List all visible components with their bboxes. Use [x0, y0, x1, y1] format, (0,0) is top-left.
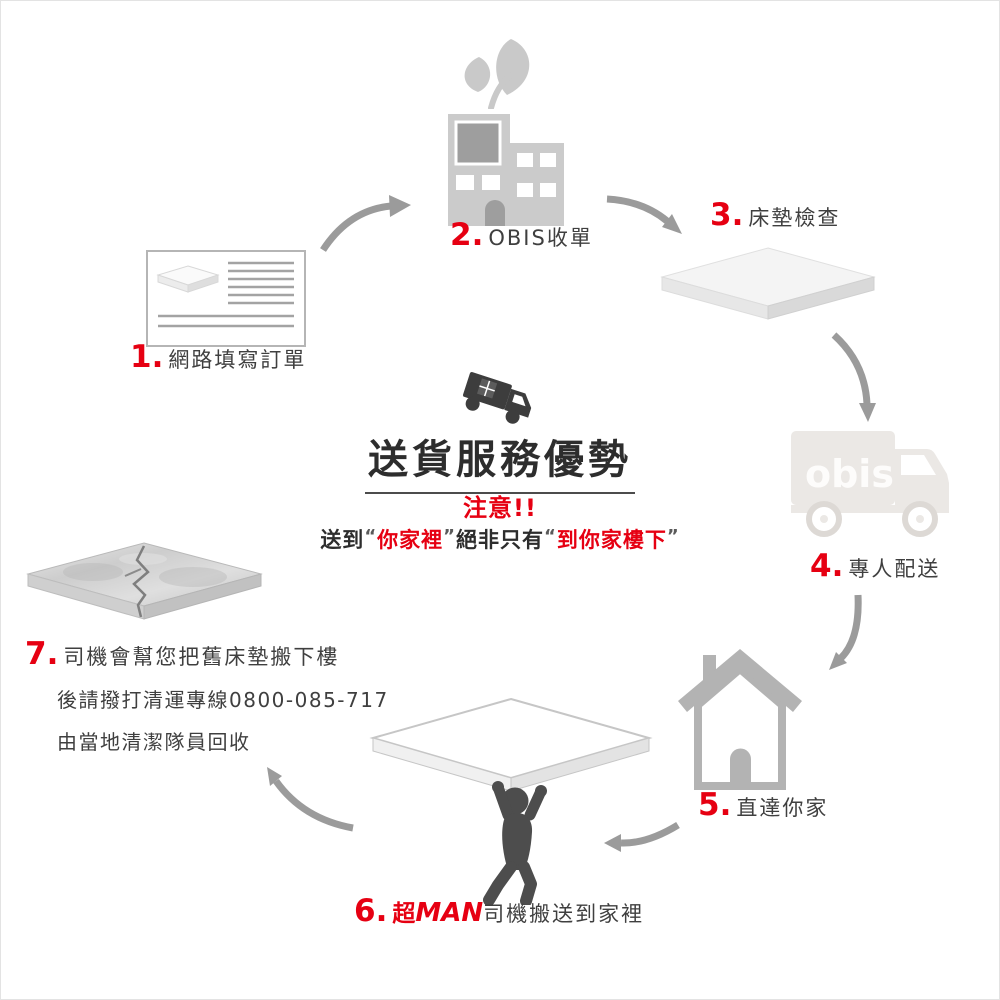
step7-line1: 司機會幫您把舊床墊搬下樓 [63, 645, 340, 669]
step7-block: 7. 司機會幫您把舊床墊搬下樓 後請撥打清運專線0800-085-717 由當地… [25, 639, 389, 755]
tagline-highlight-2: 到你家樓下 [556, 528, 667, 552]
step5-number: 5. [698, 787, 732, 823]
arrow-step1-to-step2 [320, 202, 392, 252]
step6-label: 6. 超 MAN 司機搬送到家裡 [354, 893, 645, 929]
tagline-seg-1: 送到 [320, 528, 365, 552]
old-mattress-icon [23, 539, 266, 641]
arrow-step2-to-step3 [606, 195, 670, 224]
tagline-seg-2: 絕非只有 [456, 528, 544, 552]
step1-label: 1. 網路填寫訂單 [130, 342, 306, 374]
mattress-icon [658, 244, 878, 329]
step6-number: 6. [354, 893, 388, 929]
open-quote-2: “ [544, 526, 557, 547]
step3-label: 3. 床墊檢查 [710, 200, 840, 232]
arrow-step4-to-step5 [838, 594, 862, 661]
obis-truck-logo: obis [805, 452, 894, 496]
step5-label: 5. 直達你家 [698, 790, 828, 822]
step7-line3: 由當地清潔隊員回收 [57, 730, 251, 754]
step6-brand-cjk: 超 [392, 901, 416, 927]
step3-number: 3. [710, 197, 744, 233]
step1-text: 網路填寫訂單 [168, 348, 307, 372]
arrow-step6-to-step7 [273, 778, 354, 832]
step7-line2: 後請撥打清運專線0800-085-717 [57, 688, 389, 712]
arrowhead-3 [859, 403, 876, 422]
step2-number: 2. [450, 217, 484, 253]
order-form-icon [146, 250, 306, 347]
superman-brand-logo: MAN [415, 898, 484, 928]
tagline: 送到“你家裡”絕非只有“到你家樓下” [320, 524, 679, 554]
close-quote-1: ” [443, 526, 456, 547]
close-quote-2: ” [666, 526, 680, 547]
arrowhead-6 [267, 767, 282, 786]
step4-number: 4. [810, 548, 844, 584]
step2-text: OBIS收單 [488, 226, 593, 250]
step3-text: 床墊檢查 [748, 206, 841, 230]
arrow-step3-to-step4 [831, 332, 871, 405]
step5-text: 直達你家 [736, 796, 829, 820]
arrowhead-4 [829, 652, 847, 670]
step1-number: 1. [130, 339, 164, 375]
step6-text: 司機搬送到家裡 [483, 902, 645, 926]
arrowhead-1 [389, 195, 411, 217]
notice-text: 注意!! [463, 494, 537, 522]
delivery-man-icon [367, 697, 655, 905]
house-icon [678, 647, 804, 794]
tipping-truck-icon [457, 371, 549, 426]
arrowhead-2 [662, 214, 682, 234]
tagline-highlight-1: 你家裡 [377, 528, 444, 552]
step7-number: 7. [25, 636, 59, 672]
step4-text: 專人配送 [848, 557, 941, 581]
step2-label: 2. OBIS收單 [450, 220, 593, 252]
obis-building-icon [443, 109, 569, 229]
step4-label: 4. 專人配送 [810, 551, 940, 583]
open-quote-1: “ [364, 526, 378, 547]
leaf-icon [453, 37, 535, 109]
main-title: 送貨服務優勢 [365, 427, 635, 494]
delivery-truck-icon: obis [788, 421, 956, 551]
